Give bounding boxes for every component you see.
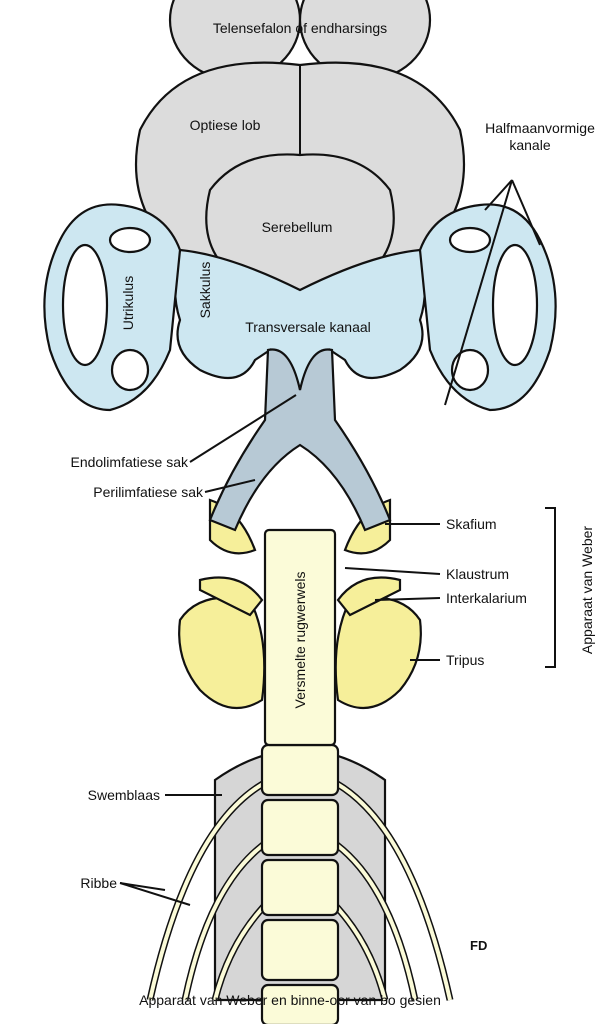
label-endolymphatic-sac: Endolimfatiese sak [70,454,189,470]
label-swim-bladder: Swemblaas [88,787,160,803]
endolymphatic-duct [208,348,392,532]
label-claustrum: Klaustrum [446,566,509,582]
label-transverse-canal: Transversale kanaal [245,319,371,335]
label-perilymphatic-sac: Perilimfatiese sak [93,484,204,500]
label-leader-lines [119,179,556,906]
signature: FD [470,938,487,953]
brain [134,0,466,302]
label-tripus: Tripus [446,652,484,668]
label-utriculus: Utrikulus [120,276,136,330]
label-cerebellum: Serebellum [262,219,333,235]
label-optic-lobe: Optiese lob [190,117,261,133]
label-sacculus: Sakkulus [197,262,213,319]
label-fused-vertebrae: Versmelte rugwerwels [292,572,308,709]
label-semicircular-2: kanale [509,137,550,153]
label-ribs: Ribbe [80,875,117,891]
label-telencephalon: Telensefalon of endharsings [213,20,387,36]
label-weber-apparatus: Apparaat van Weber [579,526,595,654]
fused-vertebrae [263,528,337,747]
label-scaphium: Skafium [446,516,497,532]
label-semicircular-1: Halfmaanvormige [485,120,595,136]
label-intercalarium: Interkalarium [446,590,527,606]
caption: Apparaat van Weber en binne-oor van bo g… [139,992,441,1008]
